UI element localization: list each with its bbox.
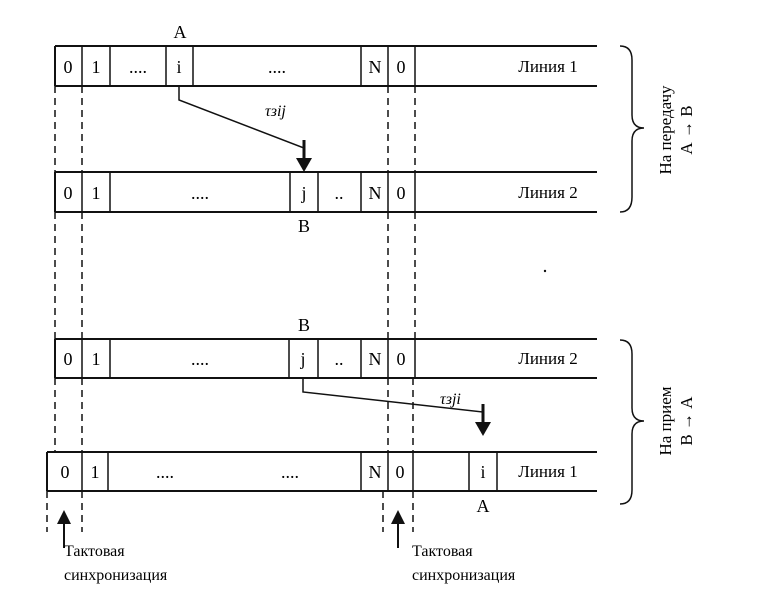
- station-a-marker: A: [477, 496, 490, 516]
- sync-caption-left-line2: синхронизация: [64, 567, 168, 584]
- slot-0: 0: [64, 183, 73, 203]
- transmit-brace: [619, 45, 645, 213]
- svg-text:На передачу: На передачу: [656, 85, 675, 175]
- sync-caption-right-line1: Тактовая: [412, 543, 473, 560]
- sync-caption-right-line2: синхронизация: [412, 567, 516, 584]
- row-line1-transmit: 0 1 .... i .... N 0 Линия 1 A: [54, 22, 597, 87]
- slot-1: 1: [91, 462, 100, 482]
- slot-dots: ....: [129, 57, 147, 77]
- station-a-marker: A: [174, 22, 187, 42]
- delay-label: τзij: [265, 103, 286, 120]
- slot-i: i: [480, 462, 485, 482]
- line-label: Линия 1: [518, 462, 577, 481]
- slot-dots: ....: [191, 349, 209, 369]
- slot-0: 0: [64, 57, 73, 77]
- slot-0-next: 0: [396, 462, 405, 482]
- slot-j: j: [300, 183, 306, 203]
- row-line1-receive: 0 1 .... .... N 0 i Линия 1 A: [46, 451, 597, 516]
- slot-dots: ....: [156, 462, 174, 482]
- slot-0: 0: [64, 349, 73, 369]
- delay-label: τзji: [440, 391, 461, 408]
- slot-n: N: [369, 349, 382, 369]
- slot-dots: ..: [335, 349, 344, 369]
- slot-1: 1: [92, 57, 101, 77]
- line-label: Линия 1: [518, 57, 577, 76]
- receive-delay-arrow: τзji: [302, 379, 491, 436]
- slot-dots: ....: [191, 183, 209, 203]
- svg-text:На прием: На прием: [656, 386, 675, 455]
- slot-0: 0: [61, 462, 70, 482]
- arrow-head: [475, 422, 491, 436]
- transmit-side-label: На передачу А → В: [656, 85, 696, 175]
- row-line2-receive: 0 1 .... j .. N 0 Линия 2 B: [54, 315, 597, 379]
- sync-arrow-right: [391, 510, 405, 548]
- receive-side-label: На прием В → А: [656, 386, 696, 455]
- transmit-delay-arrow: τзij: [178, 87, 312, 172]
- slot-n: N: [369, 57, 382, 77]
- slot-n: N: [369, 462, 382, 482]
- slot-1: 1: [92, 349, 101, 369]
- sync-guide-lines: [46, 86, 416, 532]
- slot-n: N: [369, 183, 382, 203]
- slot-i: i: [176, 57, 181, 77]
- station-b-marker: B: [298, 315, 310, 335]
- line-label: Линия 2: [518, 183, 577, 202]
- svg-text:В → А: В → А: [677, 396, 696, 446]
- sync-caption-left-line1: Тактовая: [64, 543, 125, 560]
- sync-arrow-left: [57, 510, 71, 548]
- slot-0-next: 0: [397, 183, 406, 203]
- slot-0-next: 0: [397, 349, 406, 369]
- line-label: Линия 2: [518, 349, 577, 368]
- stray-dot: [543, 269, 547, 273]
- arrow-head: [296, 158, 312, 172]
- receive-brace: [619, 339, 645, 505]
- slot-0-next: 0: [397, 57, 406, 77]
- slot-dots: ....: [281, 462, 299, 482]
- slot-dots: ..: [335, 183, 344, 203]
- station-b-marker: B: [298, 216, 310, 236]
- slot-1: 1: [92, 183, 101, 203]
- svg-text:А → В: А → В: [677, 105, 696, 154]
- row-line2-transmit: 0 1 .... j .. N 0 Линия 2 B: [54, 171, 597, 236]
- slot-dots: ....: [268, 57, 286, 77]
- slot-j: j: [299, 349, 305, 369]
